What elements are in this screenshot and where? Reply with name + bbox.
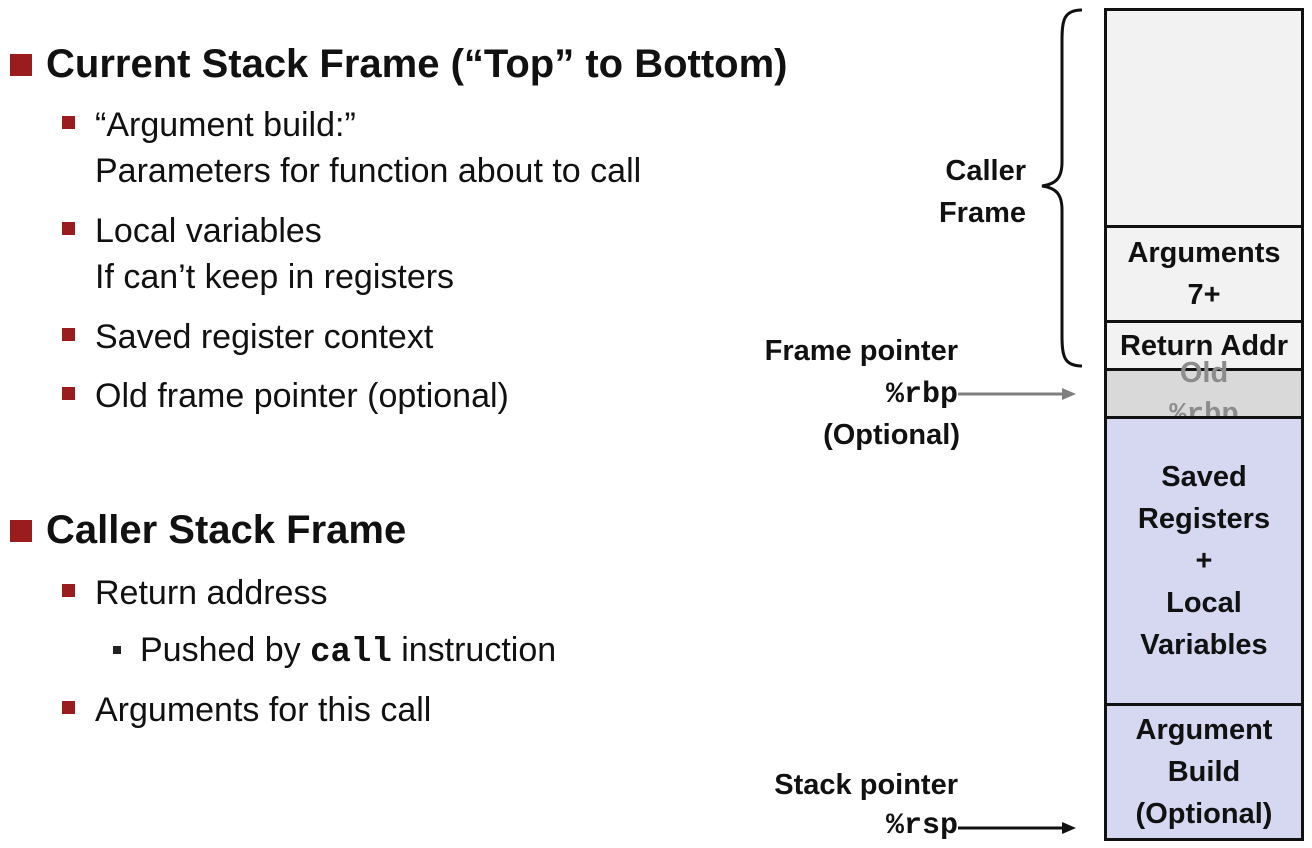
return-addr-cell: Return Addr (1104, 320, 1304, 371)
frame-pointer-arrow-icon (958, 388, 1076, 400)
bullet-return-address: Return address (95, 574, 328, 612)
bullet-arguments-for-call: Arguments for this call (95, 691, 432, 729)
bullet-square-icon (62, 328, 75, 341)
frame-pointer-optional: (Optional) (823, 419, 960, 451)
caller-frame-brace (1041, 8, 1083, 368)
sub-bullet-square-icon (113, 646, 121, 654)
saved-registers-local-variables-cell: Saved Registers + Local Variables (1104, 416, 1304, 706)
bullet-square-icon (62, 701, 75, 714)
bullet-square-icon (10, 520, 32, 542)
bullet-square-icon (62, 387, 75, 400)
stack-pointer-register: %rsp (885, 809, 958, 843)
frame-pointer-register: %rbp (885, 378, 958, 412)
argument-build-cell: Argument Build (Optional) (1104, 703, 1304, 841)
call-instruction-code: call (310, 634, 392, 672)
bullet-argument-build: “Argument build:” Parameters for functio… (95, 106, 642, 190)
bullet-square-icon (62, 584, 75, 597)
heading-caller-stack-frame: Caller Stack Frame (10, 506, 406, 554)
bullet-square-icon (62, 116, 75, 129)
stack-pointer-arrow-icon (958, 822, 1076, 834)
bullet-old-frame-pointer: Old frame pointer (optional) (95, 377, 509, 415)
arguments-7plus-cell: Arguments 7+ (1104, 225, 1304, 323)
old-rbp-cell: Old %rbp (1104, 357, 1304, 431)
sub-bullet-pushed-by-call: Pushed by call instruction (140, 631, 557, 672)
stack-pointer-label: Stack pointer (774, 769, 958, 801)
caller-frame-label: Caller Frame (938, 155, 1026, 229)
caller-frame-cell (1104, 8, 1304, 228)
heading-current-stack-frame: Current Stack Frame (“Top” to Bottom) (10, 40, 788, 88)
bullet-square-icon (62, 222, 75, 235)
bullet-local-variables: Local variables If can’t keep in registe… (95, 212, 455, 296)
frame-pointer-label: Frame pointer (764, 335, 958, 367)
bullet-saved-register-context: Saved register context (95, 318, 434, 356)
bullet-square-icon (10, 54, 32, 76)
